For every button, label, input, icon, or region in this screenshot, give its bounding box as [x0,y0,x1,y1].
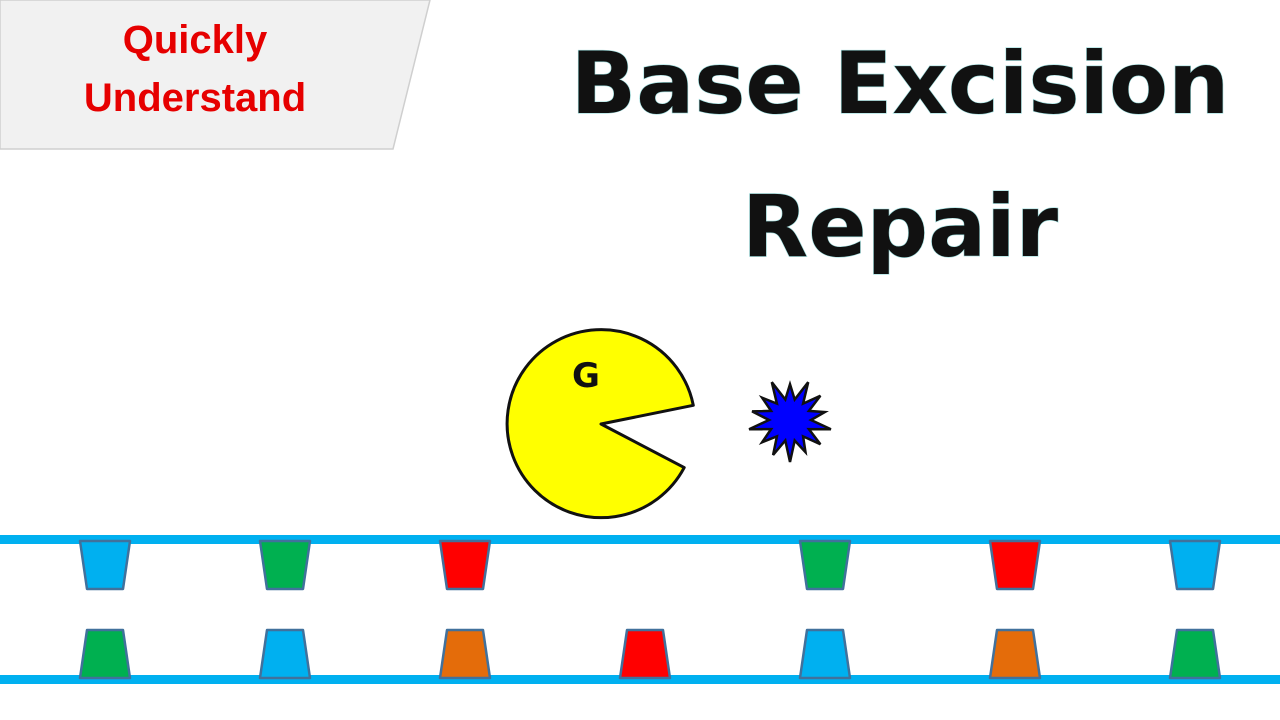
bottom-strand-base-5 [798,628,852,680]
banner-line-1: Quickly [123,18,268,62]
damaged-base-star [748,380,832,463]
top-strand-base-3 [438,539,492,591]
top-strand-base-5 [798,539,852,591]
top-strand-base-2 [258,539,312,591]
bottom-strand-base-6 [988,628,1042,680]
top-strand-base-6 [988,539,1042,591]
top-strand-backbone [0,535,1280,544]
top-strand-base-7 [1168,539,1222,591]
banner-border [0,0,431,150]
banner-background [0,0,430,149]
title-line-2: Repair [742,177,1059,277]
top-strand-bases [78,539,1222,591]
banner: Quickly Understand [0,0,431,150]
bottom-strand-bases [78,628,1222,680]
bottom-strand-backbone [0,675,1280,684]
bottom-strand-base-1 [78,628,132,680]
title: Base Excision Repair [570,33,1230,277]
banner-line-2: Understand [84,76,306,120]
bottom-strand-base-3 [438,628,492,680]
glycosylase-enzyme: G [505,328,695,520]
enzyme-body [505,328,695,520]
enzyme-label: G [572,356,600,396]
top-strand-base-1 [78,539,132,591]
bottom-strand-base-2 [258,628,312,680]
title-line-1: Base Excision [571,34,1230,134]
dna-double-strand [0,535,1280,684]
bottom-strand-base-7 [1168,628,1222,680]
bottom-strand-base-4 [618,628,672,680]
